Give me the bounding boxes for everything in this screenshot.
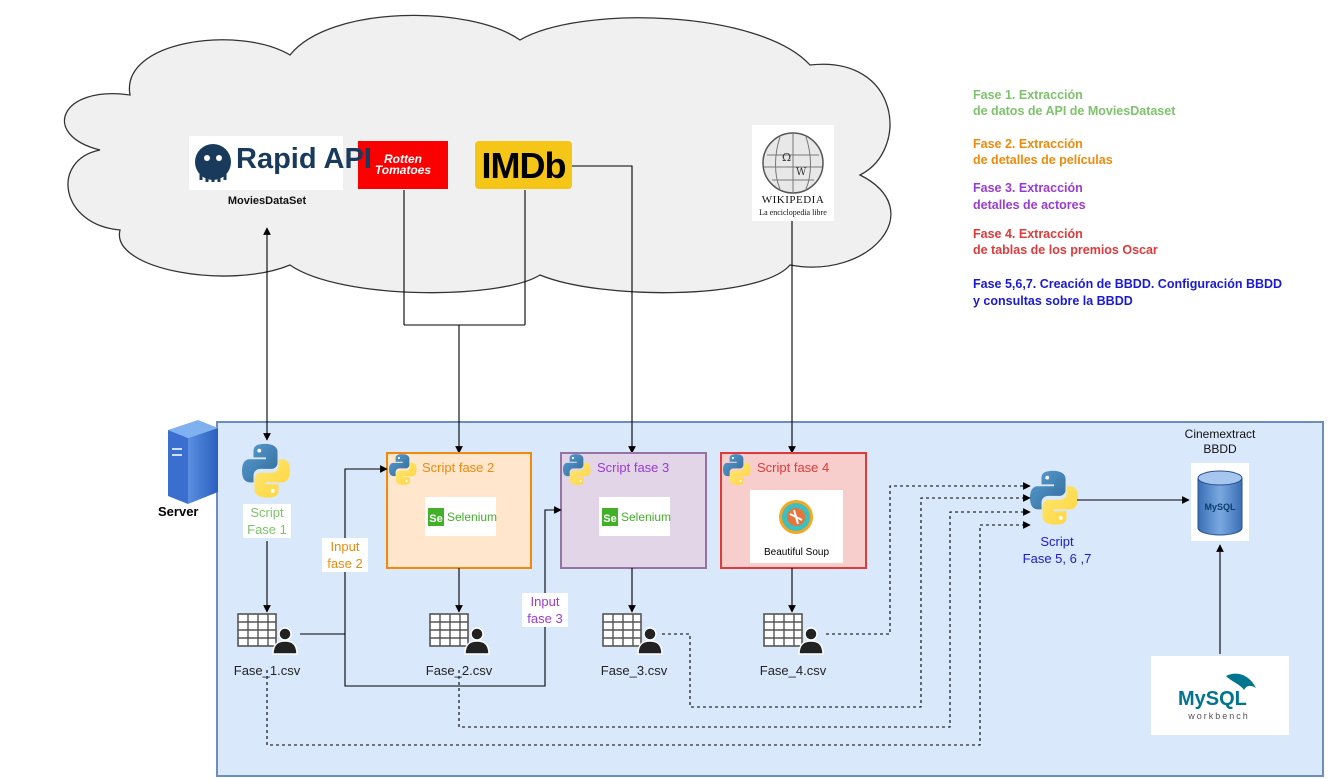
beautifulsoup-label: Beautiful Soup <box>763 547 830 558</box>
server-label: Server <box>158 504 199 519</box>
wikipedia-subtitle: La enciclopedia libre <box>759 208 827 217</box>
imdb-logo-text: IMDb <box>481 145 567 186</box>
server-icon <box>168 420 218 504</box>
svg-text:Ω: Ω <box>782 151 791 164</box>
legend-fase1-line1: Fase 1. Extracción <box>973 88 1083 102</box>
rapidapi-logo <box>189 136 343 190</box>
wikipedia-logo: Ω W <box>752 125 834 221</box>
rotten-tomatoes-logo <box>358 141 448 189</box>
csv-label-fase3: Fase_3.csv <box>600 663 668 678</box>
selenium-label-fase2: Selenium <box>447 510 498 524</box>
mysql-workbench-tile <box>1151 656 1289 735</box>
database-icon <box>1197 470 1243 536</box>
script-fase1-label-line1: Script <box>243 504 291 521</box>
legend-fase2-line2: de detalles de películas <box>973 153 1113 167</box>
csv-label-fase1: Fase_1.csv <box>233 663 301 678</box>
csv-label-fase2: Fase_2.csv <box>425 663 493 678</box>
rotten-tomatoes-logo-text: Rotten Tomatoes <box>374 152 432 177</box>
svg-text:W: W <box>796 167 807 178</box>
script-fase2-title: Script fase 2 <box>422 460 495 475</box>
mysql-workbench-sub: workbench <box>1188 711 1250 721</box>
mysql-workbench-logo-text: MySQL <box>1178 688 1247 710</box>
input-fase3-label-line1: Input <box>522 593 568 610</box>
legend-fase1-line2: de datos de API de MoviesDataset <box>973 104 1176 118</box>
input-fase2-label-line2: fase 2 <box>322 555 368 572</box>
mysql-dolphin-icon <box>1226 673 1256 690</box>
legend-fase567-line2: y consultas sobre la BBDD <box>973 294 1133 308</box>
script-fase1-label-line2: Fase 1 <box>243 521 291 538</box>
rapidapi-logo-text: Rapid API <box>236 143 372 175</box>
legend-fase567-line1: Fase 5,6,7. Creación de BBDD. Configurac… <box>973 277 1283 291</box>
rapidapi-caption: MoviesDataSet <box>227 195 307 207</box>
script-fase3-title: Script fase 3 <box>597 460 670 475</box>
wikipedia-logo-text: WIKIPEDIA <box>761 194 825 206</box>
selenium-icon-fase3 <box>602 508 618 526</box>
selenium-label-fase3: Selenium <box>621 510 672 524</box>
legend-fase3-line2: detalles de actores <box>973 198 1086 212</box>
beautifulsoup-icon <box>779 500 813 534</box>
selenium-icon-fase2 <box>428 508 444 526</box>
legend-fase3-line1: Fase 3. Extracción <box>973 181 1083 195</box>
database-mysql-label: MySQL <box>1204 502 1236 512</box>
legend-fase2-line1: Fase 2. Extracción <box>973 137 1083 151</box>
legend-fase4-line2: de tablas de los premios Oscar <box>973 243 1158 257</box>
script-fase4-title: Script fase 4 <box>757 460 830 475</box>
input-fase3-label-line2: fase 3 <box>522 610 568 627</box>
script-fase567-label-line1: Script <box>1040 534 1074 549</box>
csv-label-fase4: Fase_4.csv <box>759 663 827 678</box>
database-title-line1: Cinemextract <box>1184 427 1256 441</box>
legend-fase4-line1: Fase 4. Extracción <box>973 227 1083 241</box>
imdb-logo <box>475 141 572 189</box>
script-fase567-label-line2: Fase 5, 6 ,7 <box>1022 551 1092 566</box>
database-title-line2: BBDD <box>1203 442 1237 456</box>
input-fase2-label-line1: Input <box>322 538 368 555</box>
